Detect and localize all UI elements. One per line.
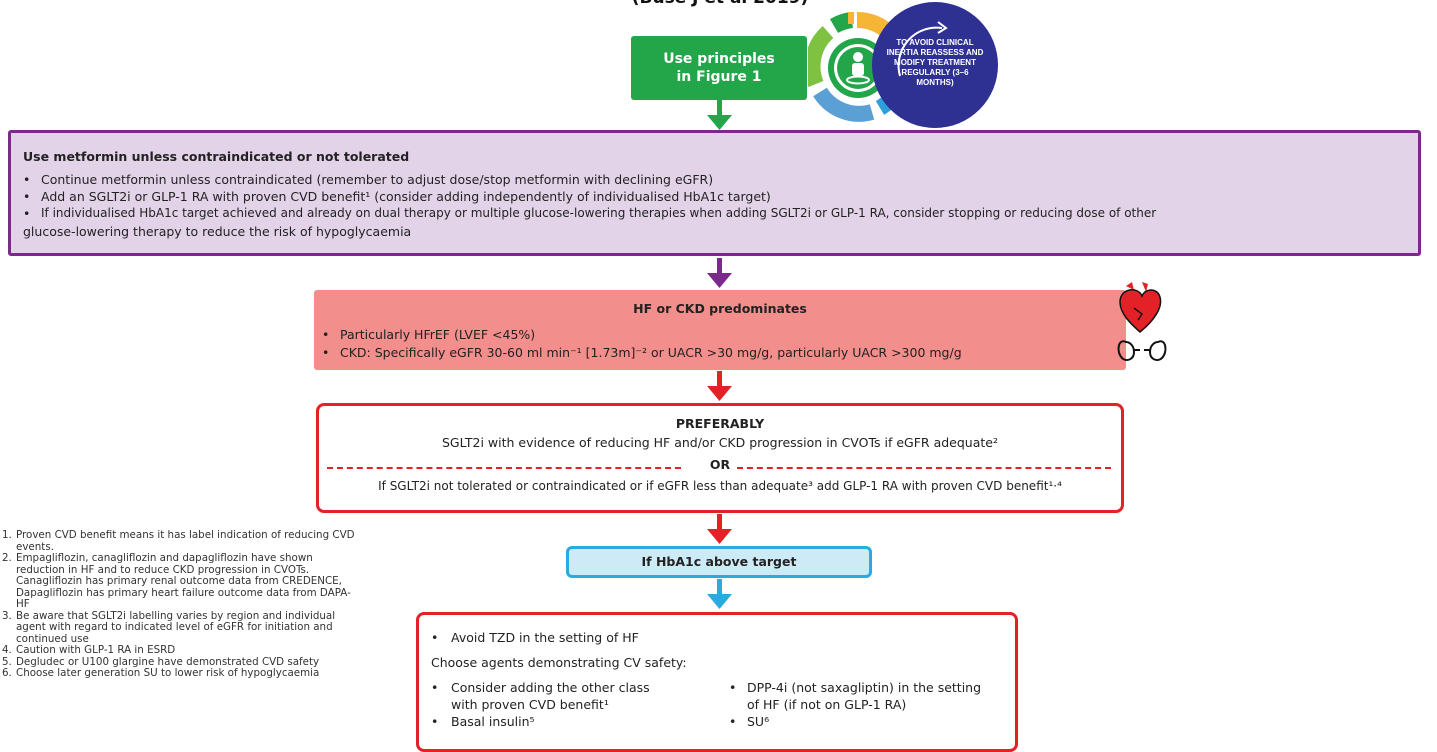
footnote-item: 3. Be aware that SGLT2i labelling varies … xyxy=(2,609,364,646)
footnote-text: Caution with GLP-1 RA in ESRD xyxy=(16,644,176,656)
footnote-item: 4. Caution with GLP-1 RA in ESRD xyxy=(2,644,364,657)
footnote-number: 1. xyxy=(2,529,12,541)
agents-bullet-marker: • xyxy=(729,680,737,695)
footnote-item: 5. Degludec or U100 glargine have demonst… xyxy=(2,655,364,669)
footnote-text: Be aware that SGLT2i labelling varies by… xyxy=(16,609,336,645)
hf-ckd-bullet-marker: • xyxy=(322,345,330,360)
avoid-tzd-text: Avoid TZD in the setting of HF xyxy=(451,630,639,645)
footnote-number: 3. xyxy=(2,609,12,622)
footnote-number: 2. xyxy=(2,552,12,564)
agents-bullet-marker: • xyxy=(431,630,439,645)
footnote-item: 6. Choose later generation SU to lower ri… xyxy=(2,667,364,680)
metformin-bullet-cont: glucose-lowering therapy to reduce the r… xyxy=(23,224,412,239)
principles-label: Use principles in Figure 1 xyxy=(663,51,775,85)
footnote-number: 6. xyxy=(2,667,12,679)
footnote-number: 5. xyxy=(2,655,12,668)
header-title: (Buse J et al 2019) xyxy=(560,0,880,8)
agents-bullet-marker: • xyxy=(431,680,439,695)
agent-option: Consider adding the other class xyxy=(451,680,650,695)
preferably-heading: PREFERABLY xyxy=(675,416,765,431)
agents-bullet-marker: • xyxy=(729,714,737,729)
hba1c-label: If HbA1c above target xyxy=(641,554,797,569)
hf-ckd-bullet-marker: • xyxy=(322,327,330,342)
blue-arrow xyxy=(707,579,732,609)
hf-ckd-heading: HF or CKD predominates xyxy=(633,301,807,316)
metformin-bullet: Add an SGLT2i or GLP-1 RA with proven CV… xyxy=(41,189,771,204)
heart-kidney-icon xyxy=(1117,282,1167,361)
kidneys-icon xyxy=(1117,340,1167,361)
footnote-text: Degludec or U100 glargine have demonstra… xyxy=(16,655,320,668)
metformin-bullet-marker: • xyxy=(23,206,31,221)
agents-bullet-marker: • xyxy=(431,714,439,729)
reassess-text: TO AVOID CLINICAL INERTIA REASSESS AND M… xyxy=(886,38,984,87)
purple-arrow xyxy=(707,258,732,288)
preferably-line-2: If SGLT2i not tolerated or contraindicat… xyxy=(378,479,1062,493)
agent-option: with proven CVD benefit¹ xyxy=(451,697,609,712)
footnote-text: Empagliflozin, canagliflozin and dapagli… xyxy=(16,552,351,610)
agent-option: of HF (if not on GLP-1 RA) xyxy=(747,697,907,712)
red-arrow xyxy=(707,371,732,401)
footnote-number: 4. xyxy=(2,644,12,656)
dashed-divider xyxy=(327,467,681,469)
dashed-divider xyxy=(737,467,1111,469)
heart-icon xyxy=(1119,282,1162,334)
agent-option: Basal insulin⁵ xyxy=(451,714,535,729)
hf-ckd-bullet: CKD: Specifically eGFR 30-60 ml min⁻¹ [1… xyxy=(340,345,962,360)
hf-ckd-bullet: Particularly HFrEF (LVEF <45%) xyxy=(340,327,536,342)
red-arrow xyxy=(707,514,732,544)
metformin-heading: Use metformin unless contraindicated or … xyxy=(23,149,410,164)
principles-box: Use principles in Figure 1 xyxy=(631,36,807,100)
metformin-bullet-marker: • xyxy=(23,172,31,187)
agent-option: SU⁶ xyxy=(747,714,770,729)
metformin-bullet: Continue metformin unless contraindicate… xyxy=(41,172,714,187)
preferably-line-1: SGLT2i with evidence of reducing HF and/… xyxy=(442,435,998,450)
footnote-item: 1. Proven CVD benefit means it has label … xyxy=(2,529,364,553)
choose-agents-text: Choose agents demonstrating CV safety: xyxy=(431,655,687,670)
or-label: OR xyxy=(709,457,731,472)
metformin-bullet-marker: • xyxy=(23,189,31,204)
green-arrow xyxy=(707,100,732,130)
footnote-text: Choose later generation SU to lower risk… xyxy=(16,667,320,679)
agents-box: • Avoid TZD in the setting of HF Choose … xyxy=(416,612,1018,752)
footnote-text: Proven CVD benefit means it has label in… xyxy=(16,529,355,553)
footnotes: 1. Proven CVD benefit means it has label … xyxy=(2,529,364,680)
hf-ckd-box: HF or CKD predominates • Particularly HF… xyxy=(314,290,1126,370)
agent-option: DPP-4i (not saxagliptin) in the setting xyxy=(747,680,982,695)
cycle-arrow-icon xyxy=(897,21,948,77)
footnote-item: 2. Empagliflozin, canagliflozin and dapag… xyxy=(2,552,364,611)
metformin-bullet: If individualised HbA1c target achieved … xyxy=(41,206,1157,220)
preferably-box: PREFERABLY SGLT2i with evidence of reduc… xyxy=(316,403,1124,513)
reassess-badge: TO AVOID CLINICAL INERTIA REASSESS AND M… xyxy=(872,2,998,128)
hba1c-box: If HbA1c above target xyxy=(566,546,872,578)
metformin-box: Use metformin unless contraindicated or … xyxy=(8,130,1421,256)
